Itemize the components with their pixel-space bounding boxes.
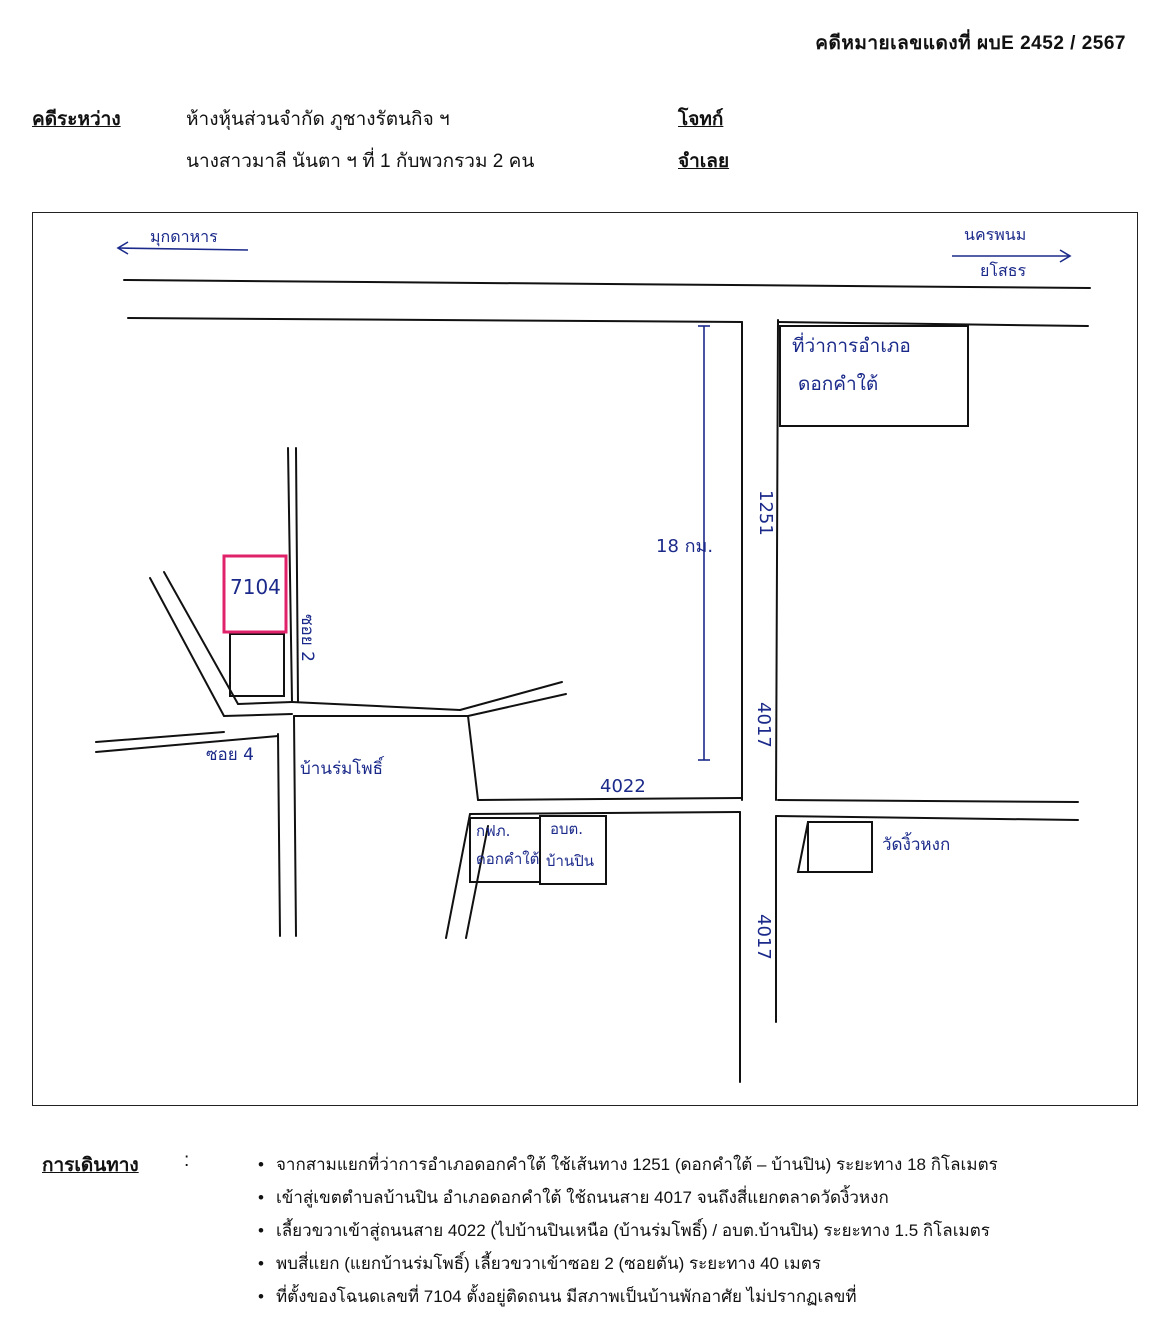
branch-diagonal-top — [291, 701, 461, 711]
road-4022-label: 4022 — [600, 776, 646, 797]
direction-item: ที่ตั้งของโฉนดเลขที่ 7104 ตั้งอยู่ติดถนน… — [258, 1280, 998, 1313]
plot-house — [229, 633, 285, 697]
deed-7104-plot — [222, 554, 288, 634]
district-office-line2: ดอกคำใต้ — [798, 373, 878, 395]
soi-2-lower-left — [277, 733, 281, 937]
junction-right-upper — [777, 799, 1079, 803]
tambon-office-line1: อบต. — [550, 820, 583, 838]
soi-4-lower — [95, 735, 279, 753]
road-4022-upper — [477, 797, 743, 801]
dir-right-top-label: นครพนม — [964, 225, 1026, 244]
district-office-line1: ที่ว่าการอำเภอ — [792, 332, 911, 357]
dir-right-bottom-label: ยโสธร — [980, 261, 1027, 280]
dir-left-label: มุกดาหาร — [150, 227, 218, 247]
road-1251-label: 1251 — [755, 490, 776, 536]
soi-2-lower-right — [293, 715, 297, 937]
arrow-left — [117, 247, 249, 251]
arrow-right-head — [1059, 249, 1072, 263]
map-frame — [32, 212, 1138, 1106]
branch-to-bottom — [445, 813, 471, 939]
village-label: บ้านร่มโพธิ์ — [300, 756, 385, 779]
road-4017-lower-label: 4017 — [753, 914, 774, 960]
main-road-top-right — [777, 321, 1089, 327]
diag-join — [223, 713, 293, 717]
bank-office-line2: ดอกคำใต้ — [476, 850, 539, 868]
direction-item: เลี้ยวขวาเข้าสู่ถนนสาย 4022 (ไปบ้านปินเห… — [258, 1214, 998, 1247]
temple-label: วัดงิ้วหงก — [882, 832, 950, 855]
parties-label: คดีระหว่าง — [32, 109, 121, 130]
branch-down-left — [467, 715, 479, 801]
case-number: คดีหมายเลขแดงที่ ผบE 2452 / 2567 — [815, 33, 1126, 54]
diag-join-2 — [237, 701, 293, 705]
defendant-role: จำเลย — [678, 151, 730, 172]
junction-right-lower — [775, 815, 1079, 821]
directions-list: จากสามแยกที่ว่าการอำเภอดอกคำใต้ ใช้เส้นท… — [258, 1148, 998, 1313]
diag-left-1 — [149, 577, 225, 717]
directions-colon: : — [184, 1150, 190, 1171]
branch-up-right-2 — [467, 693, 567, 717]
temple-block — [807, 821, 873, 873]
highway-line — [123, 279, 1091, 289]
road-4022-lower — [469, 811, 741, 815]
soi-2-label: ซอย 2 — [297, 614, 317, 662]
soi-2-right-edge — [295, 447, 299, 703]
tambon-office-line2: บ้านปิน — [546, 852, 594, 870]
direction-item: พบสี่แยก (แยกบ้านร่มโพธิ์) เลี้ยวขวาเข้า… — [258, 1247, 998, 1280]
directions-label: การเดินทาง — [42, 1155, 139, 1176]
main-road-top — [127, 317, 743, 323]
diag-left-2 — [163, 571, 239, 705]
tambon-office-block — [539, 815, 607, 885]
road-4017-upper-label: 4017 — [753, 702, 774, 748]
branch-up-right-1 — [459, 681, 563, 711]
distance-label: 18 กม. — [656, 536, 713, 557]
soi-4-label: ซอย 4 — [206, 745, 254, 765]
direction-item: จากสามแยกที่ว่าการอำเภอดอกคำใต้ ใช้เส้นท… — [258, 1148, 998, 1181]
plaintiff-name: ห้างหุ้นส่วนจำกัด ภูชางรัตนกิจ ฯ — [186, 109, 450, 130]
bank-office-line1: กฟภ. — [476, 822, 510, 840]
plaintiff-role: โจทก์ — [678, 109, 724, 130]
district-office-block — [779, 325, 969, 427]
road-4017-right-edge — [775, 319, 779, 801]
arrow-left-head — [116, 241, 129, 255]
soi-4-upper — [95, 731, 225, 743]
direction-item: เข้าสู่เขตตำบลบ้านปิน อำเภอดอกคำใต้ ใช้ถ… — [258, 1181, 998, 1214]
defendant-name: นางสาวมาลี นันตา ฯ ที่ 1 กับพวกรวม 2 คน — [186, 151, 535, 172]
soi-2-left-edge — [287, 447, 293, 703]
deed-number: 7104 — [230, 575, 281, 599]
temple-roof — [796, 821, 823, 873]
